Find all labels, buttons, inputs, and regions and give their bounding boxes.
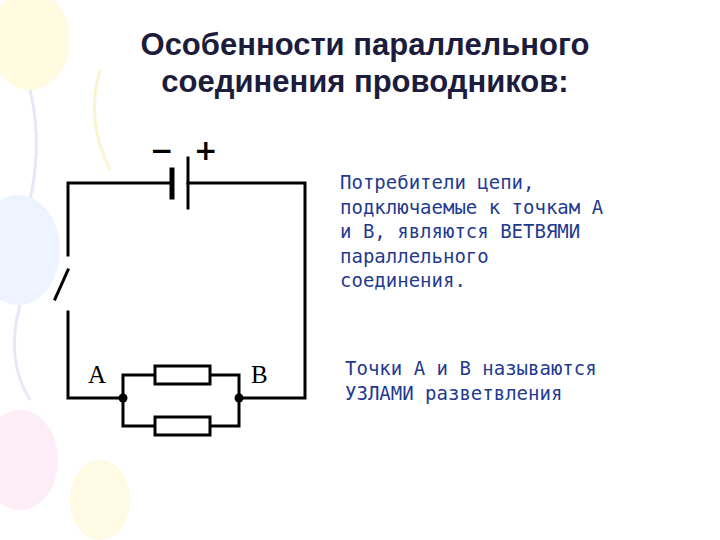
resistor-symbol bbox=[155, 417, 210, 435]
note-text: Точки А и В называются УЗЛАМИ разветвлен… bbox=[345, 356, 627, 405]
resistor-symbol bbox=[155, 366, 210, 384]
junction-dot bbox=[119, 394, 128, 403]
battery-negative-plate bbox=[170, 170, 175, 197]
wire bbox=[68, 183, 172, 255]
node-letter: A bbox=[88, 361, 106, 389]
node-letter: B bbox=[251, 361, 268, 389]
junction-dot bbox=[235, 394, 244, 403]
note-text: Потребители цепи, подключаемые к точкам … bbox=[340, 170, 622, 293]
switch-blade bbox=[55, 270, 68, 299]
slide-title: Особенности параллельного соединения про… bbox=[115, 26, 615, 100]
wire bbox=[68, 312, 123, 398]
polarity-sign: + bbox=[194, 136, 217, 166]
polarity-sign: − bbox=[150, 136, 173, 166]
battery-positive-plate bbox=[187, 158, 190, 208]
